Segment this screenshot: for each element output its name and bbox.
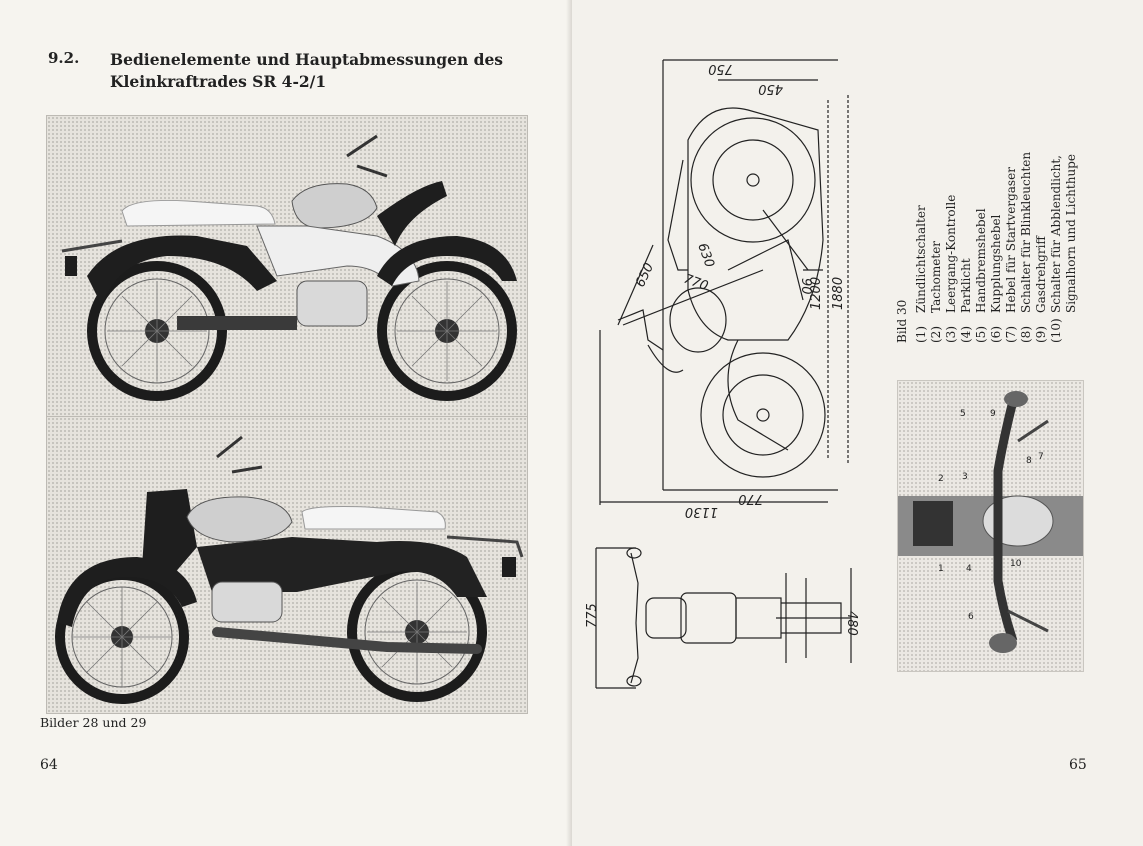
callout-5: 5	[960, 409, 966, 419]
dim-1200: 1200	[809, 277, 824, 310]
dim-1130: 1130	[685, 504, 718, 519]
dim-1880: 1880	[831, 277, 846, 310]
dim-450: 450	[758, 81, 783, 96]
legend-item: (10)Schalter für Abblendlicht,	[1049, 155, 1063, 343]
handlebar-illustration: 1 2 3 4 5 6 7 8 9 10	[898, 391, 1083, 653]
moped-photo-right-view	[46, 416, 528, 714]
dim-630: 630	[694, 241, 717, 269]
legend-item: (1)Zündlichtschalter	[914, 205, 928, 343]
callout-3: 3	[962, 472, 968, 482]
legend-item: (3)Leergang-Kontrolle	[944, 194, 958, 343]
page-number-left: 64	[40, 757, 58, 773]
callout-9: 9	[990, 409, 996, 419]
callout-4: 4	[966, 564, 972, 574]
handlebar-photo: 1 2 3 4 5 6 7 8 9 10	[897, 380, 1084, 672]
moped-left-illustration	[61, 134, 517, 401]
photo-caption: Bilder 28 und 29	[40, 715, 147, 730]
callout-2: 2	[938, 474, 944, 484]
dim-775: 775	[586, 603, 600, 628]
figure-caption: Bild 30	[895, 299, 909, 343]
legend-item: (7)Hebel für Startvergaser	[1004, 167, 1018, 343]
moped-photo-left-view	[46, 115, 528, 417]
top-view-dimension-drawing: 775 480	[586, 547, 859, 689]
dim-770-lower: 770	[738, 491, 763, 506]
legend-container: Bild 30 (1)Zündlichtschalter (2)Tachomet…	[895, 118, 1095, 343]
legend-item: (6)Kupplungshebel	[989, 214, 1003, 343]
page-number-right: 65	[1069, 757, 1087, 773]
side-view-dimension-drawing: 750 450 630 650 770 90 1200 1880 770 113…	[599, 59, 849, 519]
section-title: Bedienelemente und Hauptabmessungen des …	[110, 49, 530, 93]
callout-10: 10	[1010, 559, 1022, 569]
dim-480: 480	[844, 611, 859, 636]
legend-item: (4)Parklicht	[959, 258, 973, 343]
moped-right-illustration	[55, 435, 524, 704]
left-page: 9.2. Bedienelemente und Hauptabmessungen…	[40, 49, 530, 773]
figure-legend: Bild 30 (1)Zündlichtschalter (2)Tachomet…	[895, 118, 1095, 343]
callout-1: 1	[938, 564, 944, 574]
dim-750: 750	[708, 61, 733, 76]
dim-650: 650	[633, 261, 657, 290]
legend-item: (5)Handbremshebel	[974, 208, 988, 343]
section-title-line-2: Kleinkraftrades SR 4-2/1	[110, 72, 327, 91]
callout-7: 7	[1038, 452, 1044, 462]
legend-item: Signalhorn und Lichthupe	[1064, 154, 1078, 313]
callout-6: 6	[968, 612, 974, 622]
section-number: 9.2.	[48, 49, 80, 67]
legend-item: (9)Gasdrehgriff	[1034, 236, 1048, 343]
legend-item: (8)Schalter für Blinkleuchten	[1019, 151, 1033, 343]
callout-8: 8	[1026, 456, 1032, 466]
legend-item: (2)Tachometer	[929, 240, 943, 343]
section-title-line-1: Bedienelemente und Hauptabmessungen des	[110, 50, 504, 69]
dim-90: 90	[798, 278, 813, 295]
